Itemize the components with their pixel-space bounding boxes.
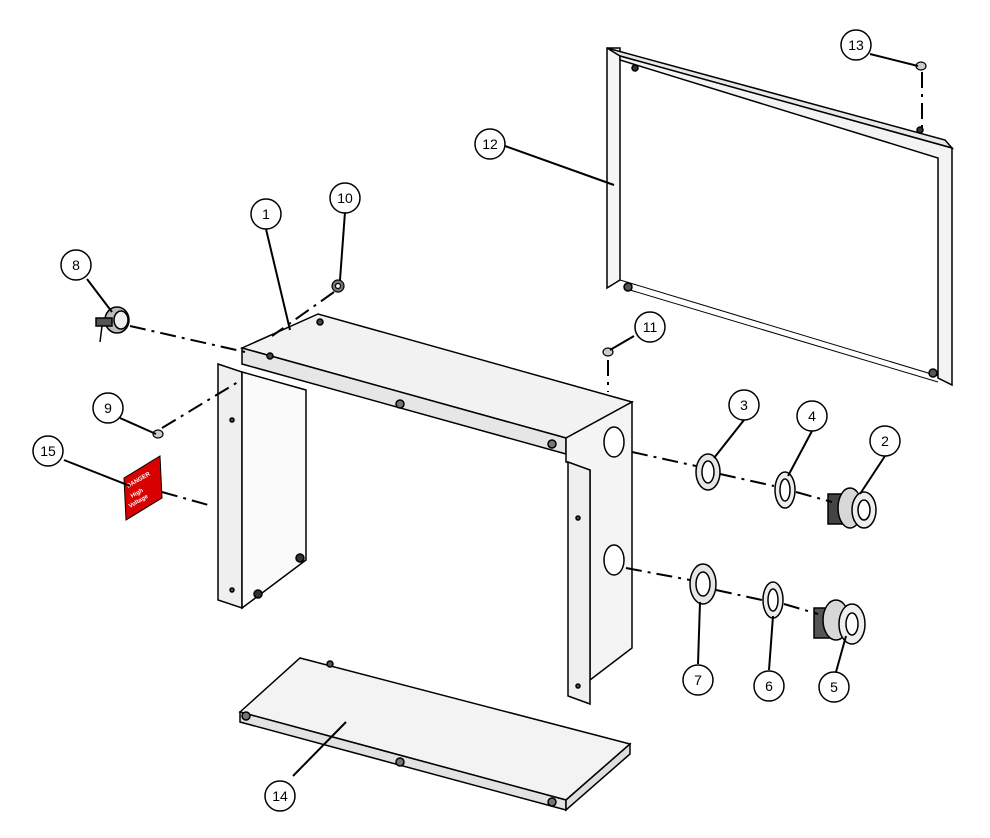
callout-3-label: 3: [740, 397, 748, 413]
callout-7-label: 7: [694, 672, 702, 688]
part-5-cord-grip-lower: [813, 599, 866, 645]
part-4-washer-upper: [774, 471, 796, 509]
part-7-locknut-lower: [689, 563, 717, 605]
callout-1: 1: [250, 198, 282, 230]
callout-13-label: 13: [848, 37, 864, 53]
part-15-warning-label: DANGER High Voltage: [123, 455, 163, 521]
callout-4: 4: [796, 400, 828, 432]
callout-2-label: 2: [881, 433, 889, 449]
part-14-bottom-panel: [238, 657, 632, 812]
callout-3: 3: [728, 389, 760, 421]
callout-14-label: 14: [272, 788, 288, 804]
part-3-locknut-upper: [695, 453, 721, 491]
callout-8: 8: [60, 249, 92, 281]
part-10-nut: [331, 279, 345, 293]
callout-9-label: 9: [104, 400, 112, 416]
part-1-enclosure-body: [217, 313, 634, 706]
callout-7: 7: [682, 664, 714, 696]
callout-6: 6: [753, 670, 785, 702]
callout-15: 15: [32, 435, 64, 467]
callout-2: 2: [869, 425, 901, 457]
callout-6-label: 6: [765, 678, 773, 694]
callout-5-label: 5: [830, 679, 838, 695]
leader-lines: [63, 53, 919, 777]
callout-10-label: 10: [337, 190, 353, 206]
part-9-screw: [152, 429, 164, 439]
callout-12-label: 12: [482, 136, 498, 152]
part-8-ground-lug: [95, 306, 130, 343]
callout-13: 13: [840, 29, 872, 61]
callout-11: 11: [634, 311, 666, 343]
callout-15-label: 15: [40, 443, 56, 459]
callout-9: 9: [92, 392, 124, 424]
callout-5: 5: [818, 671, 850, 703]
part-12-top-frame: [606, 47, 955, 387]
callout-10: 10: [329, 182, 361, 214]
part-2-cord-grip-upper: [827, 487, 877, 529]
callout-8-label: 8: [72, 257, 80, 273]
assembly-centerlines: [129, 72, 923, 615]
callout-1-label: 1: [262, 206, 270, 222]
callout-14: 14: [264, 780, 296, 812]
callout-11-label: 11: [643, 319, 658, 335]
callout-12: 12: [474, 128, 506, 160]
part-6-washer-lower: [762, 581, 784, 619]
callout-4-label: 4: [808, 408, 816, 424]
